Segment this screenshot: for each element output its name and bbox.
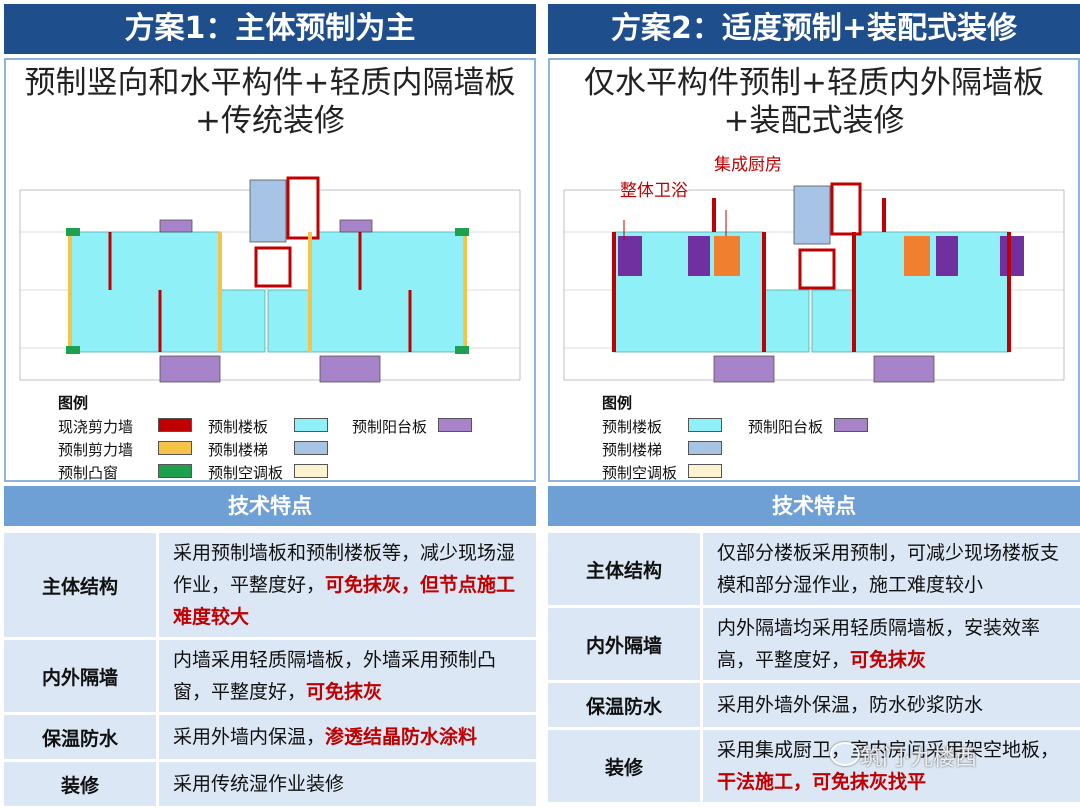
scheme-1-subtitle-line1: 预制竖向和水平构件+轻质内隔墙板 xyxy=(24,65,516,101)
row-desc: 内墙采用轻质隔墙板，外墙采用预制凸窗，平整度好，可免抹灰 xyxy=(159,640,536,712)
legend-swatch-cast-shear-wall xyxy=(158,418,192,432)
scheme-1-subtitle: 预制竖向和水平构件+轻质内隔墙板 +传统装修 xyxy=(6,64,534,140)
legend-swatch-bay-window xyxy=(158,464,192,478)
row-text: 采用外墙内保温， xyxy=(173,726,326,748)
row-highlight: 渗透结晶防水涂料 xyxy=(325,726,478,748)
scheme-1-legend: 图例 现浇剪力墙 预制剪力墙 预制凸窗 预制楼板 预制楼梯 预制空调板 预制阳台… xyxy=(58,392,518,482)
legend-swatch-ac-board xyxy=(294,464,328,478)
scheme-2-plan-box: 仅水平构件预制+轻质内外隔墙板 +装配式装修 xyxy=(548,58,1080,482)
table-row: 内外隔墙 内墙采用轻质隔墙板，外墙采用预制凸窗，平整度好，可免抹灰 xyxy=(4,640,536,712)
table-row: 装修 采用传统湿作业装修 xyxy=(4,762,536,806)
row-desc: 内外隔墙均采用轻质隔墙板，安装效率高，平整度好，可免抹灰 xyxy=(703,608,1080,680)
legend-label-balcony-slab: 预制阳台板 xyxy=(352,418,428,436)
row-desc: 采用集成厨卫，室内房间采用架空地板， 干法施工，可免抹灰找平 xyxy=(703,730,1080,802)
table-row: 保温防水 采用外墙内保温，渗透结晶防水涂料 xyxy=(4,715,536,759)
scheme-1-header: 方案1：主体预制为主 xyxy=(4,4,536,54)
legend-label-precast-slab: 预制楼板 xyxy=(208,418,269,436)
row-text: 采用集成厨卫，室内房间采用架空地板， xyxy=(717,739,1060,761)
legend-label-ac-board: 预制空调板 xyxy=(602,464,678,482)
legend-swatch-precast-slab xyxy=(688,418,722,432)
scheme-2-header: 方案2：适度预制+装配式装修 xyxy=(548,4,1080,54)
scheme-1-plan-box: 预制竖向和水平构件+轻质内隔墙板 +传统装修 xyxy=(4,58,536,482)
table-row: 保温防水 采用外墙外保温，防水砂浆防水 xyxy=(548,683,1080,727)
scheme-1-panel: 方案1：主体预制为主 预制竖向和水平构件+轻质内隔墙板 +传统装修 xyxy=(4,0,536,806)
row-label: 内外隔墙 xyxy=(548,608,703,680)
legend-swatch-ac-board xyxy=(688,464,722,478)
scheme-2-legend: 图例 预制楼板 预制楼梯 预制空调板 预制阳台板 xyxy=(602,392,1062,482)
row-label: 保温防水 xyxy=(4,715,159,759)
row-text: 内外隔墙均采用轻质隔墙板，安装效率高，平整度好， xyxy=(717,617,1041,671)
scheme-1-tech-header: 技术特点 xyxy=(4,486,536,526)
table-row: 主体结构 采用预制墙板和预制楼板等，减少现场湿作业，平整度好，可免抹灰，但节点施… xyxy=(4,533,536,637)
row-desc: 采用传统湿作业装修 xyxy=(159,762,536,806)
scheme-2-subtitle: 仅水平构件预制+轻质内外隔墙板 +装配式装修 xyxy=(550,64,1078,140)
row-label: 主体结构 xyxy=(4,533,159,637)
legend-label-bay-window: 预制凸窗 xyxy=(58,464,119,482)
legend-title: 图例 xyxy=(58,394,89,412)
legend-label-cast-shear-wall: 现浇剪力墙 xyxy=(58,418,134,436)
legend-swatch-precast-stair xyxy=(294,441,328,455)
scheme-1-subtitle-line2: +传统装修 xyxy=(195,103,345,139)
row-text: 内墙采用轻质隔墙板，外墙采用预制凸窗，平整度好， xyxy=(173,649,497,703)
watermark: 筑门·九楼西 xyxy=(860,746,977,771)
row-highlight: 可免抹灰 xyxy=(850,649,927,671)
scheme-2-features-table: 主体结构 仅部分楼板采用预制，可减少现场楼板支模和部分湿作业，施工难度较小 内外… xyxy=(548,530,1080,805)
row-text: 仅部分楼板采用预制，可减少现场楼板支模和部分湿作业，施工难度较小 xyxy=(717,542,1060,596)
legend-label-precast-stair: 预制楼梯 xyxy=(208,441,269,459)
legend-swatch-balcony-slab xyxy=(834,418,868,432)
row-desc: 采用外墙内保温，渗透结晶防水涂料 xyxy=(159,715,536,759)
scheme-1-floor-plan xyxy=(19,176,521,383)
scheme-2-floor-plan xyxy=(563,182,1065,383)
legend-label-precast-stair: 预制楼梯 xyxy=(602,441,663,459)
legend-swatch-balcony-slab xyxy=(438,418,472,432)
legend-swatch-precast-shear-wall xyxy=(158,441,192,455)
row-text: 采用预制墙板和预制楼板等，减少现场湿作业，平整度好， xyxy=(173,542,516,596)
row-label: 装修 xyxy=(548,730,703,802)
table-row: 内外隔墙 内外隔墙均采用轻质隔墙板，安装效率高，平整度好，可免抹灰 xyxy=(548,608,1080,680)
scheme-2-tech-header: 技术特点 xyxy=(548,486,1080,526)
row-text: 采用传统湿作业装修 xyxy=(173,773,345,795)
row-desc: 采用外墙外保温，防水砂浆防水 xyxy=(703,683,1080,727)
legend-label-precast-slab: 预制楼板 xyxy=(602,418,663,436)
row-desc: 采用预制墙板和预制楼板等，减少现场湿作业，平整度好，可免抹灰，但节点施工难度较大 xyxy=(159,533,536,637)
legend-title: 图例 xyxy=(602,394,633,412)
row-label: 装修 xyxy=(4,762,159,806)
legend-label-ac-board: 预制空调板 xyxy=(208,464,284,482)
legend-label-precast-shear-wall: 预制剪力墙 xyxy=(58,441,134,459)
annotation-integrated-bathroom: 整体卫浴 xyxy=(620,176,688,201)
row-highlight: 干法施工，可免抹灰找平 xyxy=(717,771,927,793)
annotation-integrated-kitchen: 集成厨房 xyxy=(714,150,782,175)
legend-swatch-precast-slab xyxy=(294,418,328,432)
scheme-2-subtitle-line1: 仅水平构件预制+轻质内外隔墙板 xyxy=(584,65,1044,101)
table-row: 主体结构 仅部分楼板采用预制，可减少现场楼板支模和部分湿作业，施工难度较小 xyxy=(548,533,1080,605)
legend-label-balcony-slab: 预制阳台板 xyxy=(748,418,824,436)
row-text: 采用外墙外保温，防水砂浆防水 xyxy=(717,694,984,716)
row-highlight: 可免抹灰 xyxy=(306,681,383,703)
table-row: 装修 采用集成厨卫，室内房间采用架空地板， 干法施工，可免抹灰找平 xyxy=(548,730,1080,802)
scheme-2-subtitle-line2: +装配式装修 xyxy=(723,103,905,139)
row-label: 主体结构 xyxy=(548,533,703,605)
wechat-icon xyxy=(830,742,860,766)
legend-swatch-precast-stair xyxy=(688,441,722,455)
row-label: 保温防水 xyxy=(548,683,703,727)
row-highlight: 可免抹灰，但节点施工难度较大 xyxy=(173,574,516,628)
scheme-2-panel: 方案2：适度预制+装配式装修 仅水平构件预制+轻质内外隔墙板 +装配式装修 xyxy=(548,0,1080,804)
row-label: 内外隔墙 xyxy=(4,640,159,712)
row-desc: 仅部分楼板采用预制，可减少现场楼板支模和部分湿作业，施工难度较小 xyxy=(703,533,1080,605)
scheme-1-features-table: 主体结构 采用预制墙板和预制楼板等，减少现场湿作业，平整度好，可免抹灰，但节点施… xyxy=(4,530,536,809)
